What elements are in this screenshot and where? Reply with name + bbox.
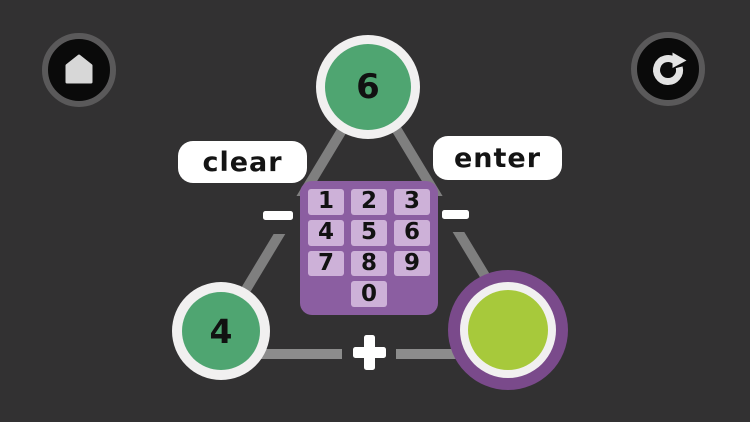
minus-operator-right [442, 210, 469, 219]
minus-operator-left [263, 211, 293, 220]
key-6[interactable]: 6 [394, 219, 430, 246]
node-answer[interactable] [448, 270, 568, 390]
key-0[interactable]: 0 [351, 281, 387, 307]
key-9[interactable]: 9 [394, 250, 430, 277]
key-2[interactable]: 2 [351, 189, 387, 215]
key-8[interactable]: 8 [351, 250, 387, 277]
restart-button[interactable] [631, 32, 705, 106]
clear-button-label: clear [202, 146, 283, 178]
key-3[interactable]: 3 [394, 189, 430, 215]
node-bottom-left: 4 [172, 282, 270, 380]
key-5[interactable]: 5 [351, 219, 387, 246]
node-top: 6 [316, 35, 420, 139]
node-top-value: 6 [325, 44, 411, 130]
enter-button[interactable]: enter [433, 136, 562, 180]
restart-icon [653, 52, 687, 86]
plus-operator-bottom [353, 347, 386, 358]
home-icon [65, 54, 93, 84]
node-bottom-left-value: 4 [182, 292, 260, 370]
key-4[interactable]: 4 [308, 219, 344, 246]
node-answer-value [468, 290, 548, 370]
node-answer-ring [460, 282, 556, 378]
number-keypad: 1 2 3 4 5 6 7 8 9 0 [300, 181, 438, 315]
key-1[interactable]: 1 [308, 189, 344, 215]
home-button[interactable] [42, 33, 116, 107]
key-7[interactable]: 7 [308, 250, 344, 277]
clear-button[interactable]: clear [178, 141, 307, 183]
enter-button-label: enter [453, 142, 542, 174]
